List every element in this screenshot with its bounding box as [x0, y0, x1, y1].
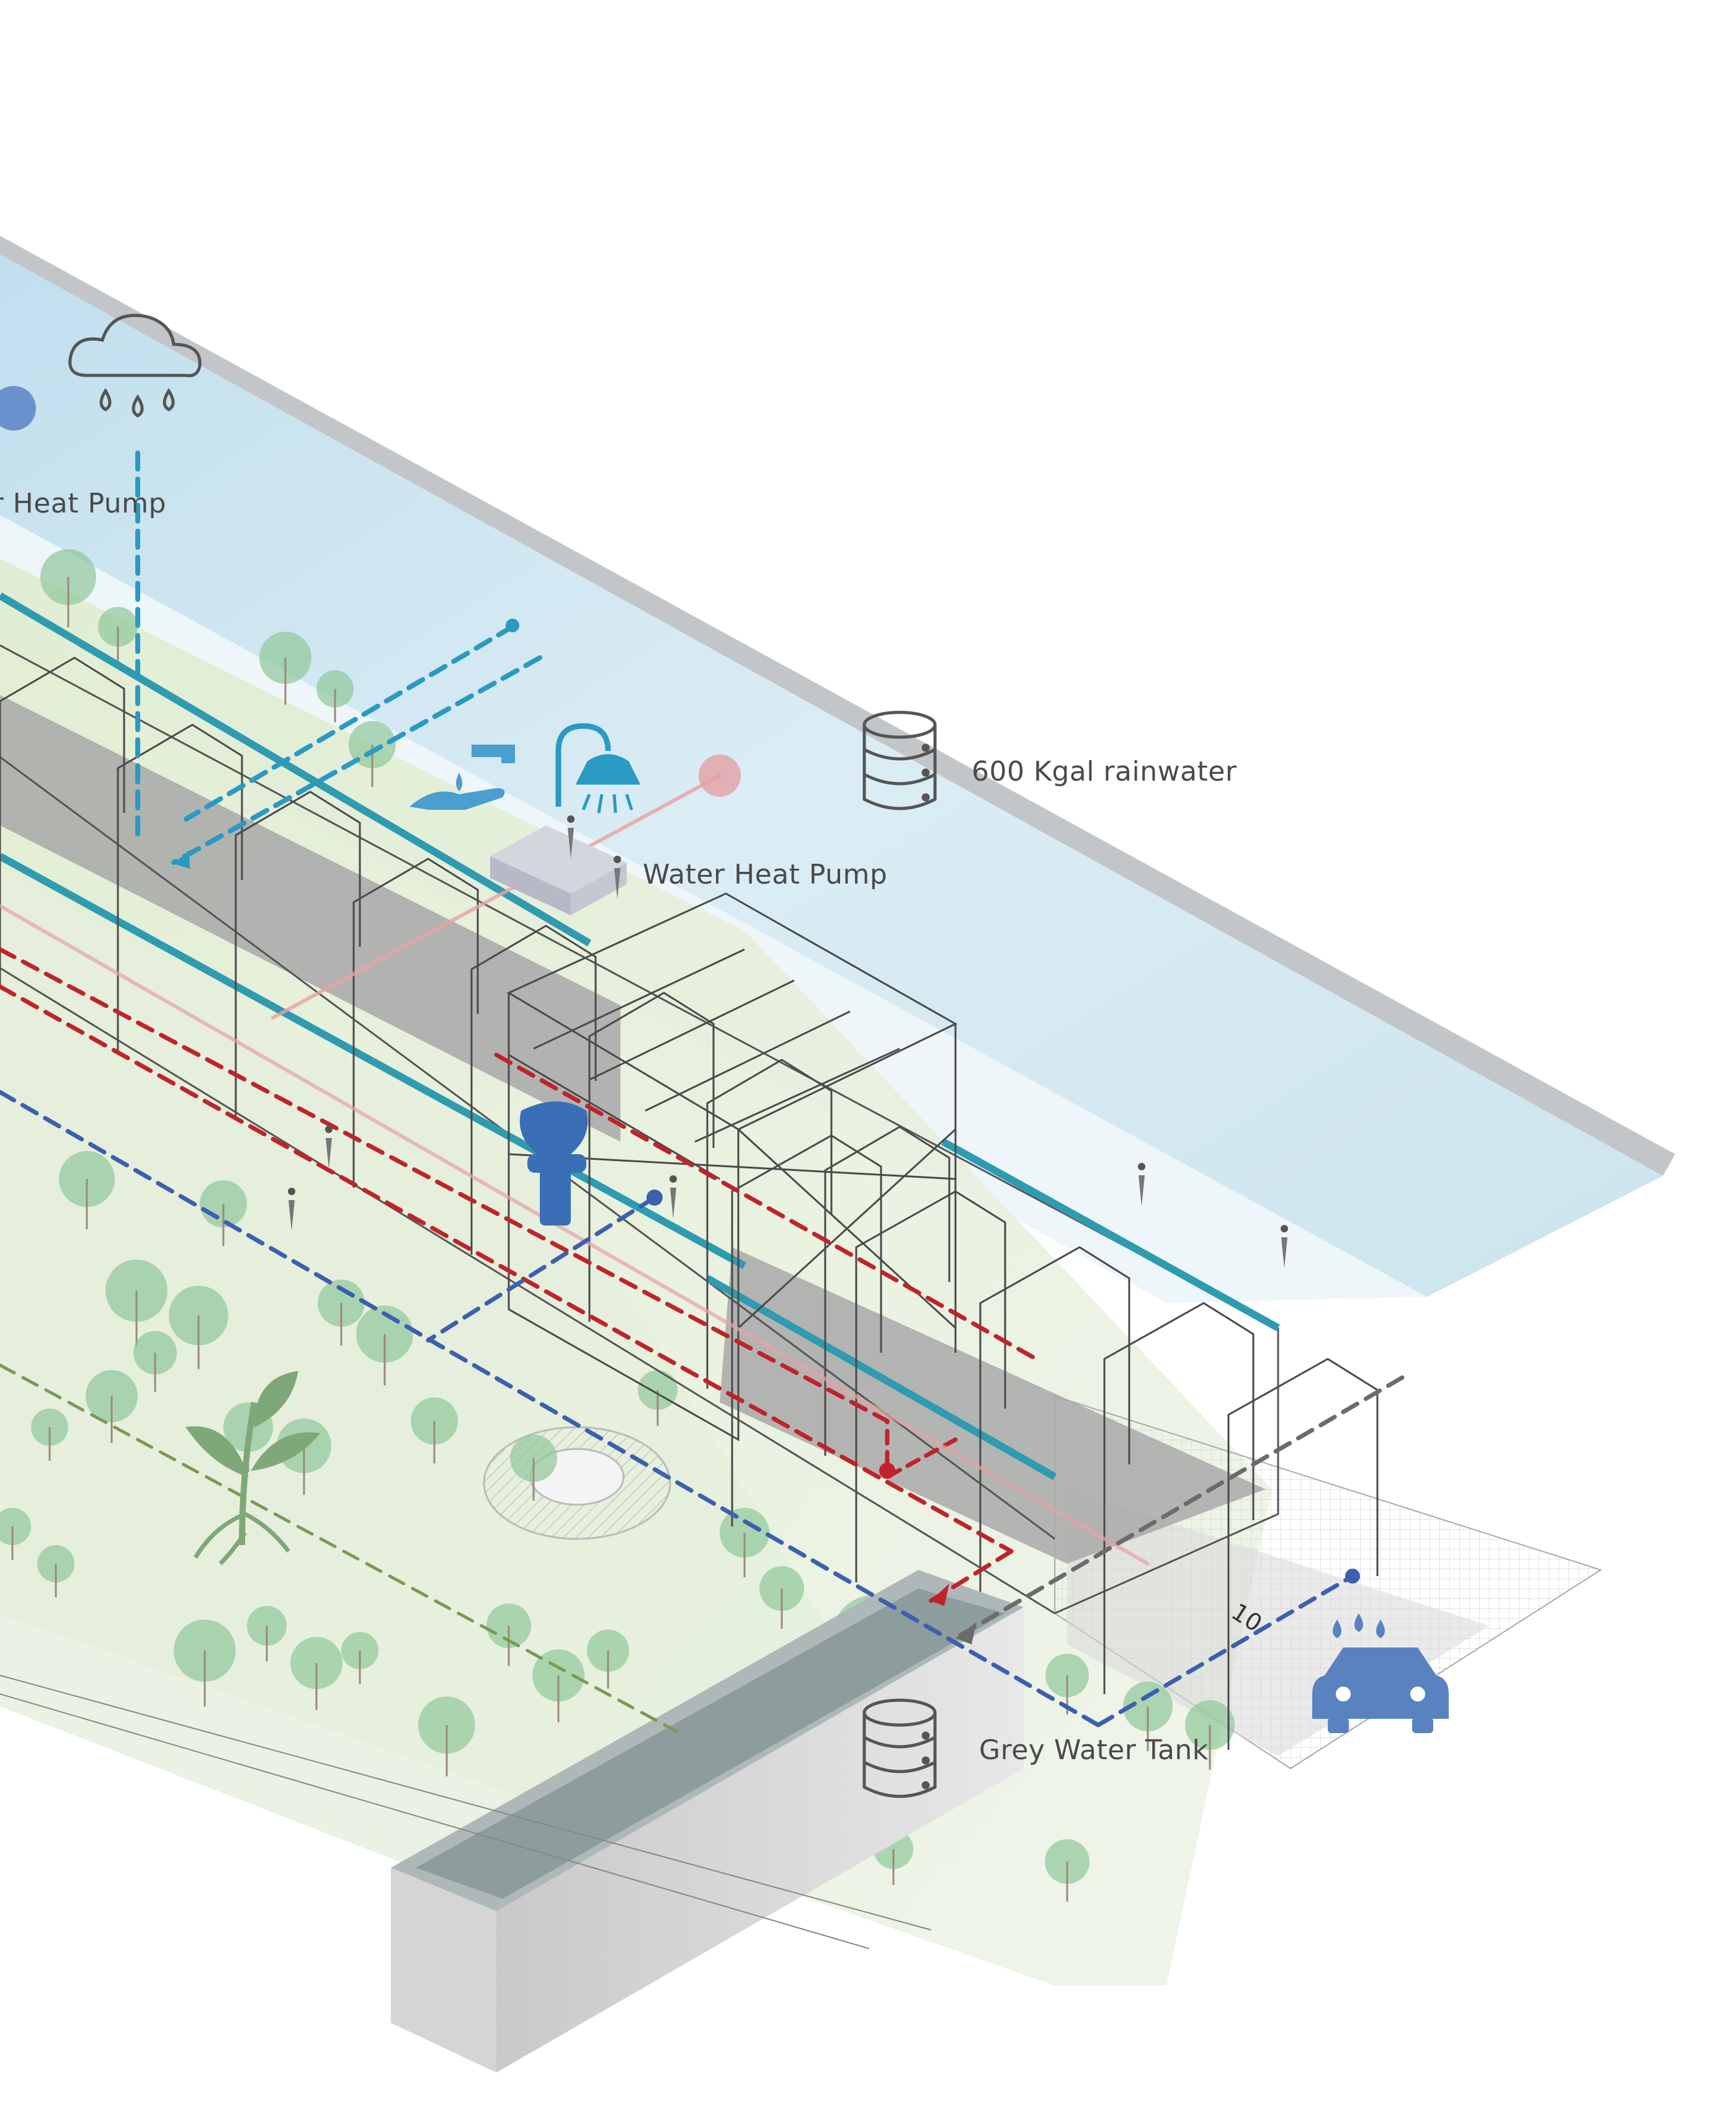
- car-wash-icon: [1312, 1613, 1449, 1733]
- pin-marker-icon: [1138, 1163, 1145, 1170]
- rainwater-storage-label: 600 Kgal rainwater: [972, 756, 1237, 787]
- pipe-nodes: [0, 386, 1360, 1644]
- structural-frame: [117, 724, 243, 1054]
- pin-marker-icon: [1281, 1237, 1287, 1268]
- pin-markers: [288, 815, 1288, 1268]
- plaza-circle: [483, 1426, 671, 1540]
- tank-icon: [862, 710, 937, 810]
- pin-marker-icon: [1281, 1225, 1288, 1232]
- pin-marker-icon: [567, 815, 575, 823]
- building-structure: [0, 592, 1379, 1750]
- toilet-icon: [519, 1101, 588, 1226]
- pin-marker-icon: [288, 1188, 295, 1195]
- rain-catchment-plane: [0, 236, 1675, 1303]
- structural-frame: [352, 858, 479, 1188]
- pin-marker-icon: [614, 868, 620, 899]
- plant-roots-icon: [186, 1371, 320, 1566]
- water-heat-pump-unit: [490, 825, 627, 915]
- rain-cloud-icon: [68, 313, 202, 418]
- structural-frame: [0, 657, 125, 987]
- structural-frame: [706, 1059, 833, 1389]
- structural-frame: [824, 1126, 951, 1456]
- structural-frame: [470, 925, 597, 1255]
- grey-water-tank-label: Grey Water Tank: [979, 1734, 1209, 1766]
- hand-wash-icon: [409, 745, 515, 810]
- structural-frame: [1103, 1302, 1255, 1694]
- pin-marker-icon: [325, 1126, 333, 1133]
- structural-frame: [979, 1246, 1130, 1638]
- pin-marker-icon: [1139, 1175, 1145, 1206]
- structural-frame: [588, 992, 715, 1322]
- pin-marker-icon: [670, 1188, 676, 1219]
- pin-marker-icon: [326, 1138, 332, 1169]
- pin-marker-icon: [669, 1175, 677, 1183]
- tree-canopy: [0, 1508, 31, 1545]
- structural-frame: [1227, 1358, 1379, 1750]
- structural-frame: [235, 791, 361, 1121]
- pin-marker-icon: [289, 1200, 295, 1231]
- pin-marker-icon: [614, 856, 621, 863]
- water-heat-pump-label: Water Heat Pump: [643, 859, 888, 890]
- structural-frame: [731, 1134, 882, 1526]
- flow-lines: [0, 450, 1405, 1949]
- tank-icon: [862, 1698, 937, 1798]
- shower-icon: [555, 723, 641, 813]
- pin-marker-icon: [568, 828, 574, 859]
- heat-pump-label: er Heat Pump: [0, 488, 166, 519]
